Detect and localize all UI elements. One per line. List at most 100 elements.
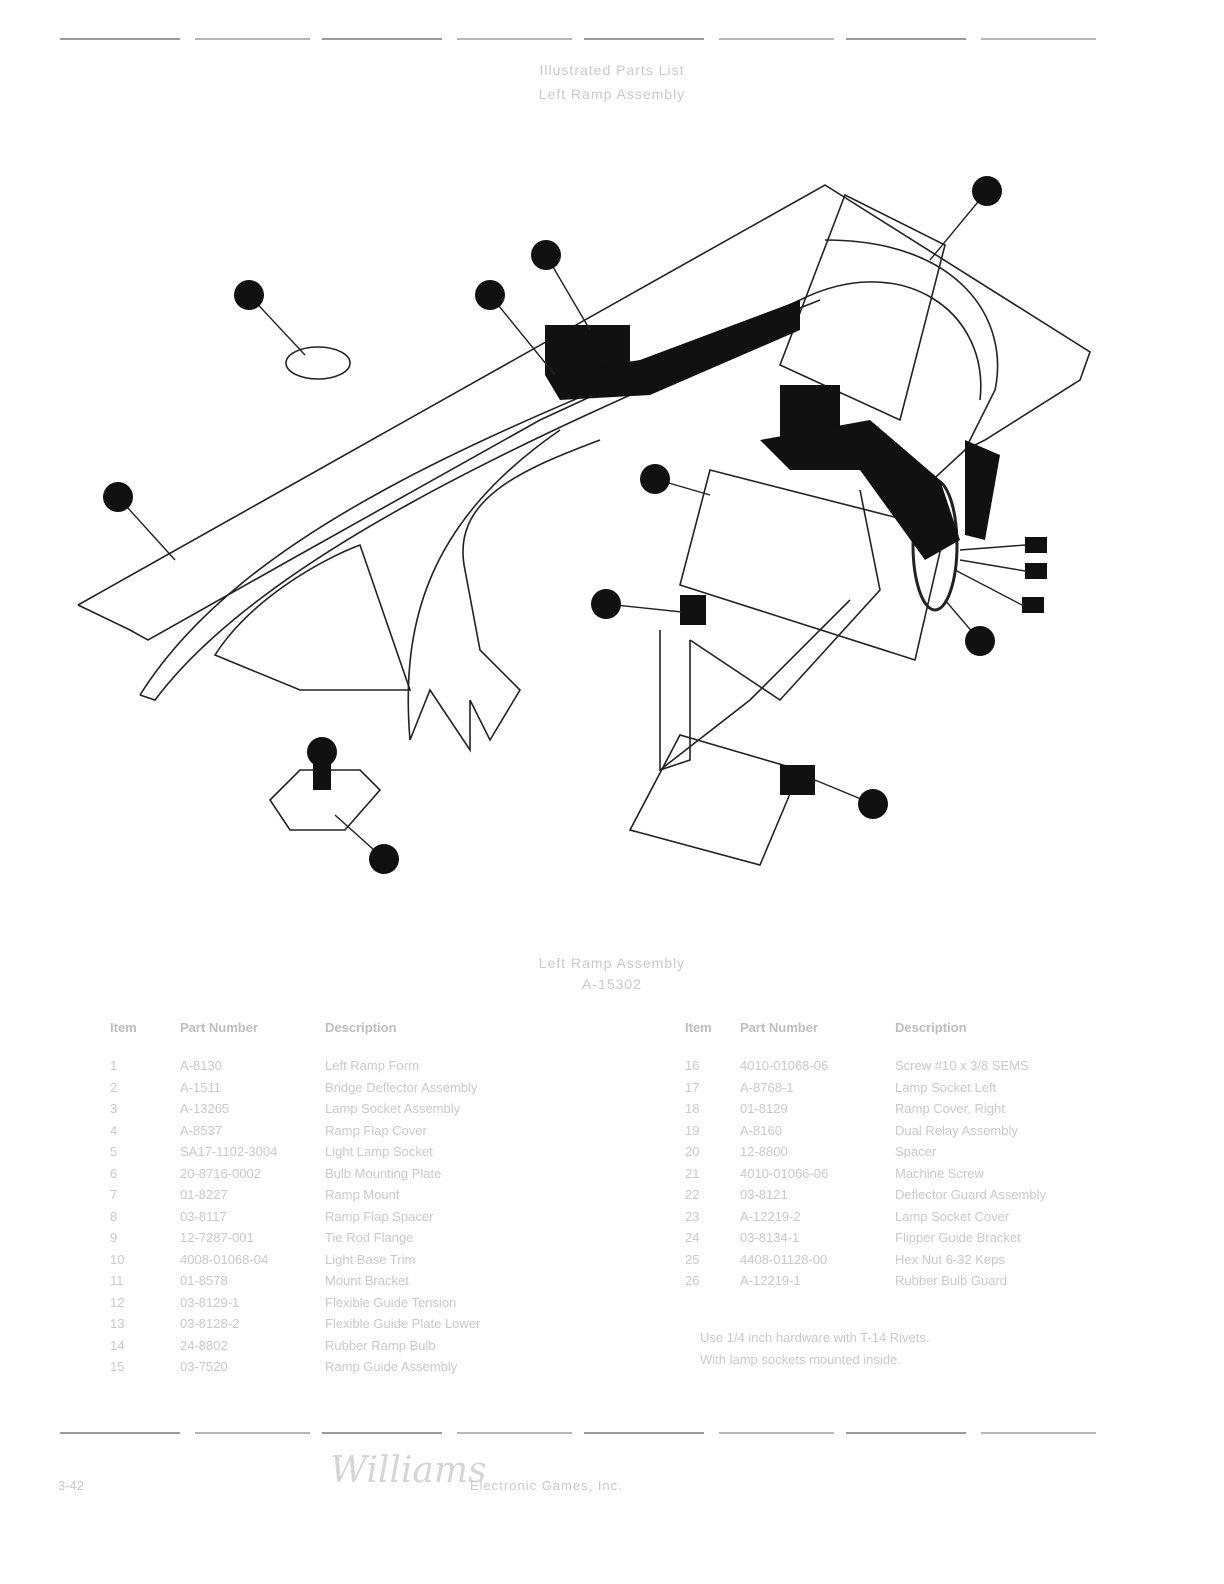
description: Screw #10 x 3/8 SEMS (895, 1058, 1029, 1073)
item-number: 25 (685, 1251, 700, 1267)
description: Left Ramp Form (325, 1058, 419, 1073)
part-number: 01-8129 (740, 1101, 788, 1116)
part-number: A-8768-1 (740, 1079, 794, 1095)
part-number: 4010-01068-06 (740, 1058, 829, 1073)
part-number: SA17-1102-3004 (180, 1144, 278, 1159)
item-number: 24 (685, 1230, 700, 1245)
page-subtitle: Left Ramp Assembly (538, 86, 686, 102)
description: Flexible Guide Plate Lower (325, 1316, 481, 1331)
item-number: 1 (110, 1058, 118, 1073)
part-number: 03-8128-2 (180, 1316, 240, 1331)
description: Light Lamp Socket (325, 1144, 433, 1159)
part-number: 4008-01068-04 (180, 1251, 269, 1267)
footer-text: Electronic Games, Inc. (470, 1478, 623, 1493)
item-number: Item (685, 1020, 712, 1035)
description: Machine Screw (895, 1165, 984, 1181)
item-number: 22 (685, 1187, 700, 1202)
callout-3 (234, 280, 264, 310)
callout-2 (531, 240, 561, 270)
item-number: 8 (110, 1208, 118, 1224)
top-rule (60, 38, 1100, 40)
table-title: Left Ramp Assembly (538, 955, 686, 971)
description: Rubber Ramp Bulb (325, 1337, 436, 1353)
callout-1 (972, 176, 1002, 206)
item-number: 7 (110, 1187, 118, 1202)
item-number: 6 (110, 1165, 118, 1181)
item-number: 9 (110, 1230, 118, 1245)
callout-6 (640, 464, 670, 494)
item-number: 17 (685, 1079, 700, 1095)
part-number: 12-8800 (740, 1144, 788, 1159)
item-number: 23 (685, 1208, 700, 1224)
page-number: 3-42 (58, 1478, 85, 1493)
part-number: 01-8578 (180, 1273, 228, 1288)
item-number: 15 (110, 1359, 125, 1374)
part-number: 24-8802 (180, 1337, 228, 1353)
description: Lamp Socket Assembly (325, 1101, 461, 1116)
description: Dual Relay Assembly (895, 1122, 1018, 1138)
item-number: 14 (110, 1337, 125, 1353)
item-number: 18 (685, 1101, 700, 1116)
description: Ramp Mount (325, 1187, 400, 1202)
part-number: 4408-01128-00 (740, 1251, 828, 1267)
part-number: A-12219-2 (740, 1208, 801, 1224)
table-note: Use 1/4 inch hardware with T-14 Rivets. (700, 1330, 930, 1345)
item-number: 26 (685, 1273, 700, 1288)
description: Ramp Flap Cover (325, 1122, 427, 1138)
item-number: 21 (685, 1165, 700, 1181)
description: Flipper Guide Bracket (895, 1230, 1021, 1245)
brand-logo: Williams (330, 1450, 487, 1491)
item-number: 11 (110, 1273, 124, 1288)
item-number: 4 (110, 1122, 118, 1138)
description: Description (895, 1020, 967, 1035)
part-number: Part Number (740, 1020, 819, 1035)
part-number: 03-8134-1 (740, 1230, 800, 1245)
part-number: 01-8227 (180, 1187, 228, 1202)
part-number: A-8537 (180, 1122, 222, 1138)
description: Lamp Socket Left (895, 1079, 997, 1095)
part-number: Part Number (180, 1020, 259, 1035)
description: Rubber Bulb Guard (895, 1273, 1008, 1288)
description: Bridge Deflector Assembly (325, 1079, 478, 1095)
description: Ramp Cover, Right (895, 1101, 1005, 1116)
description: Ramp Flap Spacer (325, 1208, 434, 1224)
description: Bulb Mounting Plate (325, 1165, 442, 1181)
part-number: A-13265 (180, 1101, 230, 1116)
part-number: 4010-01066-06 (740, 1165, 829, 1181)
bottom-rule (60, 1432, 1100, 1434)
part-number: 12-7287-001 (180, 1230, 254, 1245)
part-number: 03-8117 (180, 1208, 227, 1224)
part-number: 03-8129-1 (180, 1294, 240, 1310)
callout-8 (965, 626, 995, 656)
item-number: 12 (110, 1294, 125, 1310)
description: Flexible Guide Tension (325, 1294, 457, 1310)
item-number: 2 (110, 1079, 118, 1095)
callout-9 (858, 789, 888, 819)
part-number: 03-8121 (740, 1187, 788, 1202)
description: Spacer (895, 1144, 937, 1159)
item-number: 16 (685, 1058, 700, 1073)
description: Light Base Trim (325, 1251, 416, 1267)
item-number: 13 (110, 1316, 125, 1331)
part-number: 20-8716-0002 (180, 1165, 261, 1181)
description: Mount Bracket (325, 1273, 409, 1288)
page-title: Illustrated Parts List (539, 62, 685, 78)
table-note: With lamp sockets mounted inside. (700, 1352, 901, 1367)
item-number: Item (110, 1020, 137, 1035)
description: Tie Rod Flange (325, 1230, 414, 1245)
description: Description (325, 1020, 397, 1035)
exploded-diagram (77, 176, 1091, 874)
description: Hex Nut 6-32 Keps (895, 1251, 1005, 1267)
item-number: 5 (110, 1144, 118, 1159)
part-number: 03-7520 (180, 1359, 228, 1374)
dark-parts (307, 300, 1047, 795)
table-subtitle: A-15302 (582, 976, 642, 992)
item-number: 20 (685, 1144, 700, 1159)
callout-5 (103, 482, 133, 512)
description: Ramp Guide Assembly (325, 1359, 458, 1374)
part-number: A-8130 (180, 1058, 222, 1073)
part-number: A-1511 (180, 1079, 221, 1095)
callout-4 (475, 280, 505, 310)
callout-10 (369, 844, 399, 874)
